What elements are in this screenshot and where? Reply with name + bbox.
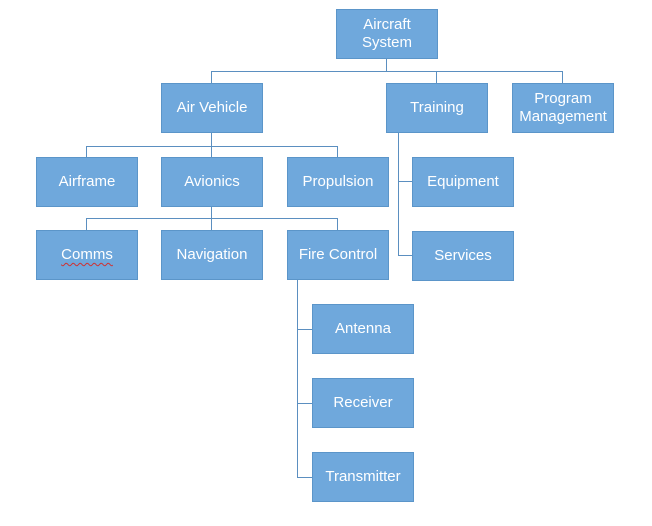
node-label: Avionics xyxy=(184,173,240,190)
node-avionics: Avionics xyxy=(161,157,263,207)
connector-to-services xyxy=(398,255,412,256)
connector-avionics-down xyxy=(211,207,212,218)
connector-to-receiver xyxy=(297,403,312,404)
connector-to-fire-control xyxy=(337,218,338,230)
node-antenna: Antenna xyxy=(312,304,414,354)
node-label: Navigation xyxy=(176,246,248,263)
node-transmitter: Transmitter xyxy=(312,452,414,502)
connector-fire-control-spine xyxy=(297,280,298,477)
node-aircraft-system: Aircraft System xyxy=(336,9,438,59)
node-propulsion: Propulsion xyxy=(287,157,389,207)
node-airframe: Airframe xyxy=(36,157,138,207)
node-label: Comms xyxy=(61,246,113,263)
connector-level3-bar xyxy=(86,218,338,219)
connector-to-antenna xyxy=(297,329,312,330)
node-label: Airframe xyxy=(58,173,116,190)
connector-training-spine xyxy=(398,133,399,255)
connector-air-vehicle-down xyxy=(211,133,212,146)
connector-to-propulsion xyxy=(337,146,338,157)
node-label: Air Vehicle xyxy=(176,99,248,116)
connector-to-navigation xyxy=(211,218,212,230)
node-label: Services xyxy=(434,247,492,264)
node-label: Propulsion xyxy=(302,173,374,190)
node-label: Equipment xyxy=(427,173,499,190)
connector-to-transmitter xyxy=(297,477,312,478)
connector-to-avionics xyxy=(211,146,212,157)
node-label: Training xyxy=(410,99,464,116)
connector-to-airframe xyxy=(86,146,87,157)
node-equipment: Equipment xyxy=(412,157,514,207)
node-label: Antenna xyxy=(335,320,391,337)
node-training: Training xyxy=(386,83,488,133)
node-fire-control: Fire Control xyxy=(287,230,389,280)
node-navigation: Navigation xyxy=(161,230,263,280)
connector-level1-bar xyxy=(211,71,563,72)
connector-to-equipment xyxy=(398,181,412,182)
node-label: Program Management xyxy=(519,90,607,125)
node-label: Aircraft System xyxy=(361,16,412,51)
node-label: Transmitter xyxy=(325,468,401,485)
node-receiver: Receiver xyxy=(312,378,414,428)
node-label: Fire Control xyxy=(298,246,378,263)
node-program-management: Program Management xyxy=(512,83,614,133)
connector-to-air-vehicle xyxy=(211,71,212,83)
connector-root-down xyxy=(386,59,387,71)
connector-to-program-management xyxy=(562,71,563,83)
node-services: Services xyxy=(412,231,514,281)
node-label: Receiver xyxy=(333,394,393,411)
connector-to-training xyxy=(436,71,437,83)
node-comms: Comms xyxy=(36,230,138,280)
connector-level2-bar xyxy=(86,146,338,147)
node-air-vehicle: Air Vehicle xyxy=(161,83,263,133)
connector-to-comms xyxy=(86,218,87,230)
